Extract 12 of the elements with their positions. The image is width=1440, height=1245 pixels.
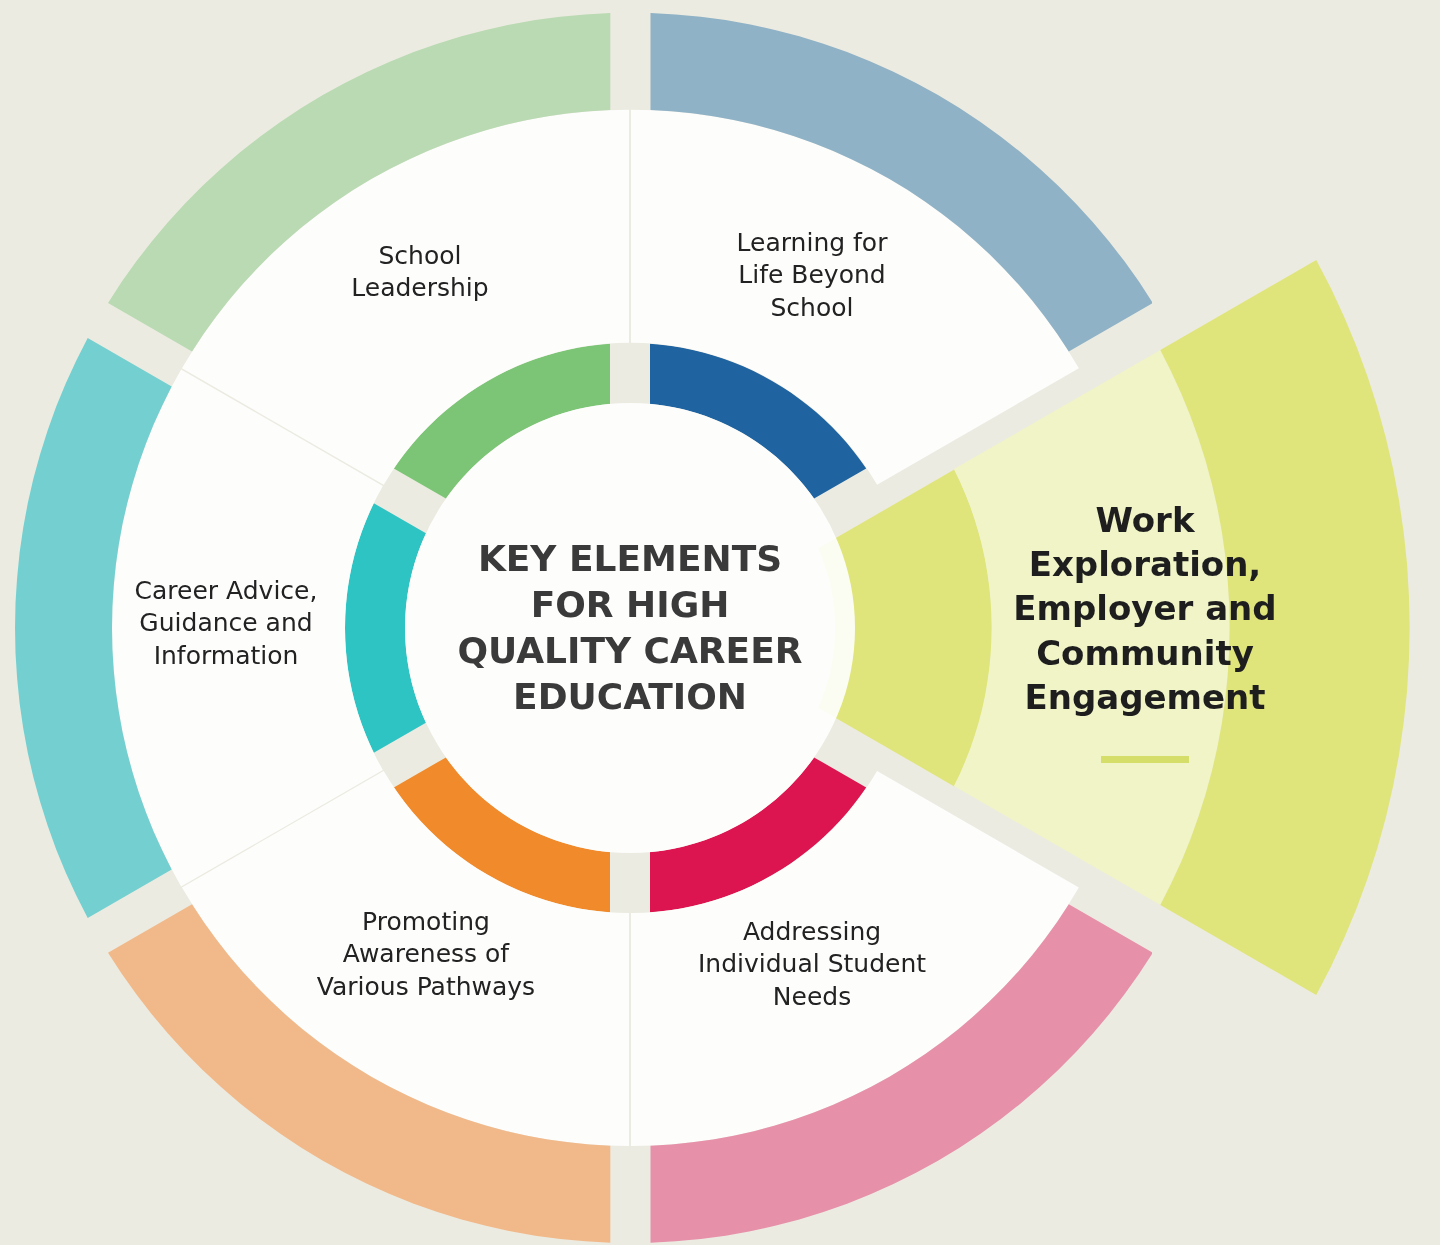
center-title: KEY ELEMENTS FOR HIGH QUALITY CAREER EDUCATION (456, 536, 804, 720)
segment-label: Learning for Life Beyond School (735, 227, 889, 325)
segment-label: Career Advice, Guidance and Information (133, 575, 319, 673)
wheel-segment (107, 770, 630, 1243)
wheel-segment (954, 260, 1410, 996)
segment-label: School Leadership (350, 239, 490, 304)
wheel-segment (630, 13, 1153, 486)
wheel-segment (107, 13, 630, 486)
segment-label: Work Exploration, Employer and Community Engagement (1012, 498, 1278, 719)
segment-label: Promoting Awareness of Various Pathways (315, 906, 537, 1004)
segment-label: Addressing Individual Student Needs (696, 916, 928, 1014)
wheel-segment (630, 770, 1153, 1243)
